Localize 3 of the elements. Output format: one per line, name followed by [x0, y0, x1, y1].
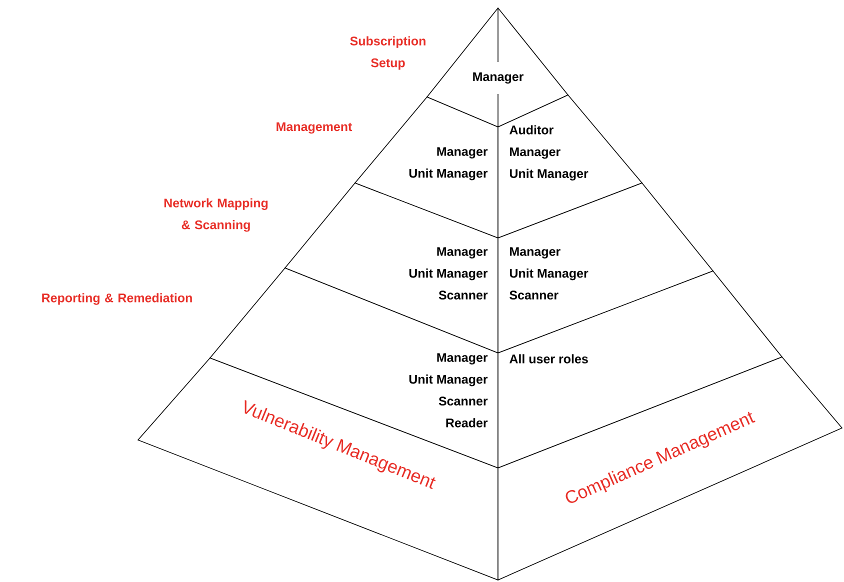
layer-label: Network Mapping & Scanning [164, 198, 268, 232]
layer-label: Reporting & Remediation [42, 293, 192, 305]
layer-label: Subscription Setup [350, 36, 426, 70]
